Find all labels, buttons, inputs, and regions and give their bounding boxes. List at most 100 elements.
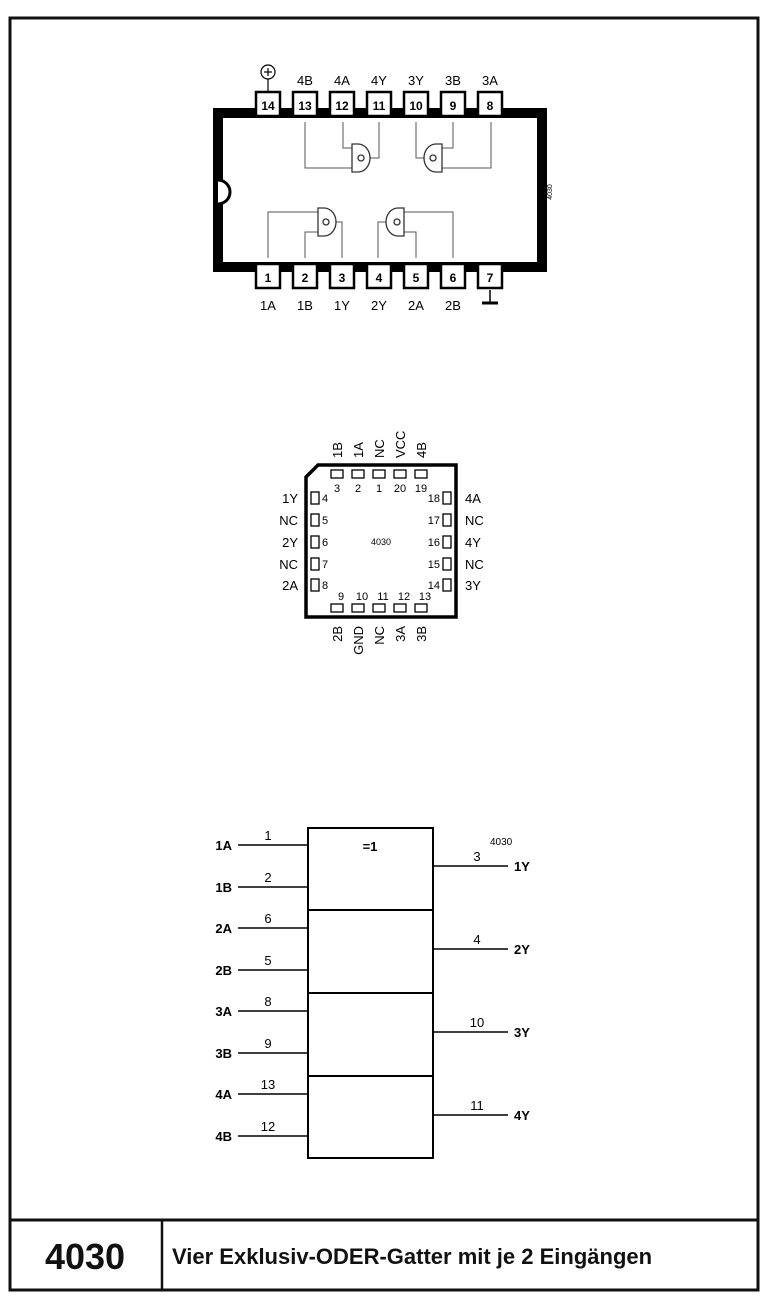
plcc-pin-label: 3Y: [465, 578, 481, 593]
dip-pin-7: [476, 262, 504, 290]
plcc-pin-number: 13: [419, 591, 431, 603]
dip-wire-3b: [442, 122, 454, 149]
dip-notch: [217, 178, 232, 206]
plcc-pin-20: [393, 469, 407, 479]
plcc-pin-label: 2Y: [282, 535, 298, 550]
dip-pin-6: [439, 262, 467, 290]
plcc-pin-label: NC: [465, 513, 484, 528]
logic-input-pin: 9: [264, 1036, 271, 1051]
plcc-pin-label: 2A: [282, 578, 298, 593]
logic-input-name: 1B: [215, 880, 232, 895]
dip-side-label: 4030: [547, 184, 554, 200]
plcc-pin-number: 19: [415, 483, 427, 495]
plcc-pin-number: 20: [394, 483, 406, 495]
logic-input-pin: 6: [264, 911, 271, 926]
logic-input-name: 3A: [215, 1004, 232, 1019]
logic-symbol-label: =1: [363, 839, 378, 854]
dip-wire-2a: [404, 231, 417, 258]
plcc-pin-7: [310, 557, 320, 571]
dip-pin-12: [328, 90, 356, 118]
plcc-pin-label: 1A: [351, 442, 366, 458]
plcc-pin-label: 4B: [414, 442, 429, 458]
plcc-pin-label: 4Y: [465, 535, 481, 550]
plcc-pin-label: NC: [279, 557, 298, 572]
dip-pin-number: 11: [373, 99, 386, 113]
dip-pin-number: 9: [450, 99, 457, 113]
dip-pin-14: [254, 90, 282, 118]
plcc-pin-10: [351, 603, 365, 613]
dip-gate-2-bubble: [393, 218, 401, 226]
logic-chip-label: 4030: [490, 837, 513, 848]
plcc-pin-14: [442, 578, 452, 592]
dip-pin-9: [439, 90, 467, 118]
plcc-pin-number: 10: [356, 591, 368, 603]
dip-pin-number: 7: [487, 271, 494, 285]
dip-pin-label: 4Y: [371, 73, 387, 88]
dip-pin-label: 3A: [482, 73, 498, 88]
dip-pin-label: 4A: [334, 73, 350, 88]
plcc-pin-number: 8: [322, 580, 328, 592]
plcc-pin-number: 6: [322, 537, 328, 549]
logic-output-pin: 10: [470, 1015, 484, 1030]
dip-pin-number: 6: [450, 271, 457, 285]
dip-wire-4a: [342, 122, 352, 149]
plcc-pin-12: [393, 603, 407, 613]
plcc-pin-number: 17: [428, 515, 440, 527]
plcc-pin-label: VCC: [393, 431, 408, 458]
plcc-pin-label: 1Y: [282, 491, 298, 506]
dip-pin-1: [254, 262, 282, 290]
dip-pin-8: [476, 90, 504, 118]
dip-pin-number: 8: [487, 99, 494, 113]
dip-wire-3a: [442, 122, 492, 169]
dip-pin-label: 1Y: [334, 298, 350, 313]
dip-wire-1a: [267, 211, 318, 258]
dip-pin-label: 1B: [297, 298, 313, 313]
dip-pin-label: 3Y: [408, 73, 424, 88]
dip-pin-label: 4B: [297, 73, 313, 88]
plcc-center-label: 4030: [371, 537, 391, 547]
dip-pin-3: [328, 262, 356, 290]
logic-output-pin: 11: [470, 1098, 484, 1113]
plcc-pin-11: [372, 603, 386, 613]
logic-input-pin: 13: [261, 1077, 275, 1092]
plcc-pin-2: [351, 469, 365, 479]
plcc-pin-3: [330, 469, 344, 479]
plcc-pin-number: 12: [398, 591, 410, 603]
dip-pin-label: 2A: [408, 298, 424, 313]
plcc-pin-number: 1: [376, 483, 382, 495]
plcc-pin-18: [442, 491, 452, 505]
plcc-pin-5: [310, 513, 320, 527]
dip-pin-5: [402, 262, 430, 290]
plcc-pin-number: 4: [322, 493, 328, 505]
plcc-pin-16: [442, 535, 452, 549]
plcc-pin-label: 2B: [330, 626, 345, 642]
plcc-pin-label: NC: [372, 626, 387, 645]
dip-pin-number: 2: [302, 271, 309, 285]
dip-wire-1b: [304, 231, 318, 258]
dip-gate-3-bubble: [429, 154, 437, 162]
dip-body: [213, 108, 547, 272]
plcc-pin-number: 18: [428, 493, 440, 505]
dip-pin-4: [365, 262, 393, 290]
plcc-pin-number: 7: [322, 559, 328, 571]
plcc-pin-number: 3: [334, 483, 340, 495]
logic-output-name: 2Y: [514, 942, 530, 957]
logic-output-name: 3Y: [514, 1025, 530, 1040]
dip-pin-number: 12: [335, 99, 349, 113]
dip-wire-2b: [404, 211, 454, 258]
logic-input-pin: 8: [264, 994, 271, 1009]
dip-pin-label: 2Y: [371, 298, 387, 313]
plcc-pin-label: NC: [465, 557, 484, 572]
plcc-pin-label: GND: [351, 626, 366, 655]
plcc-pin-label: 4A: [465, 491, 481, 506]
page-frame: [8, 16, 760, 1292]
logic-output-name: 4Y: [514, 1108, 530, 1123]
logic-input-name: 4B: [215, 1129, 232, 1144]
logic-input-name: 1A: [215, 838, 232, 853]
dip-gate-4-bubble: [357, 154, 365, 162]
dip-pin-number: 5: [413, 271, 420, 285]
plcc-pin-15: [442, 557, 452, 571]
plcc-pin-label: 3A: [393, 626, 408, 642]
logic-output-name: 1Y: [514, 859, 530, 874]
